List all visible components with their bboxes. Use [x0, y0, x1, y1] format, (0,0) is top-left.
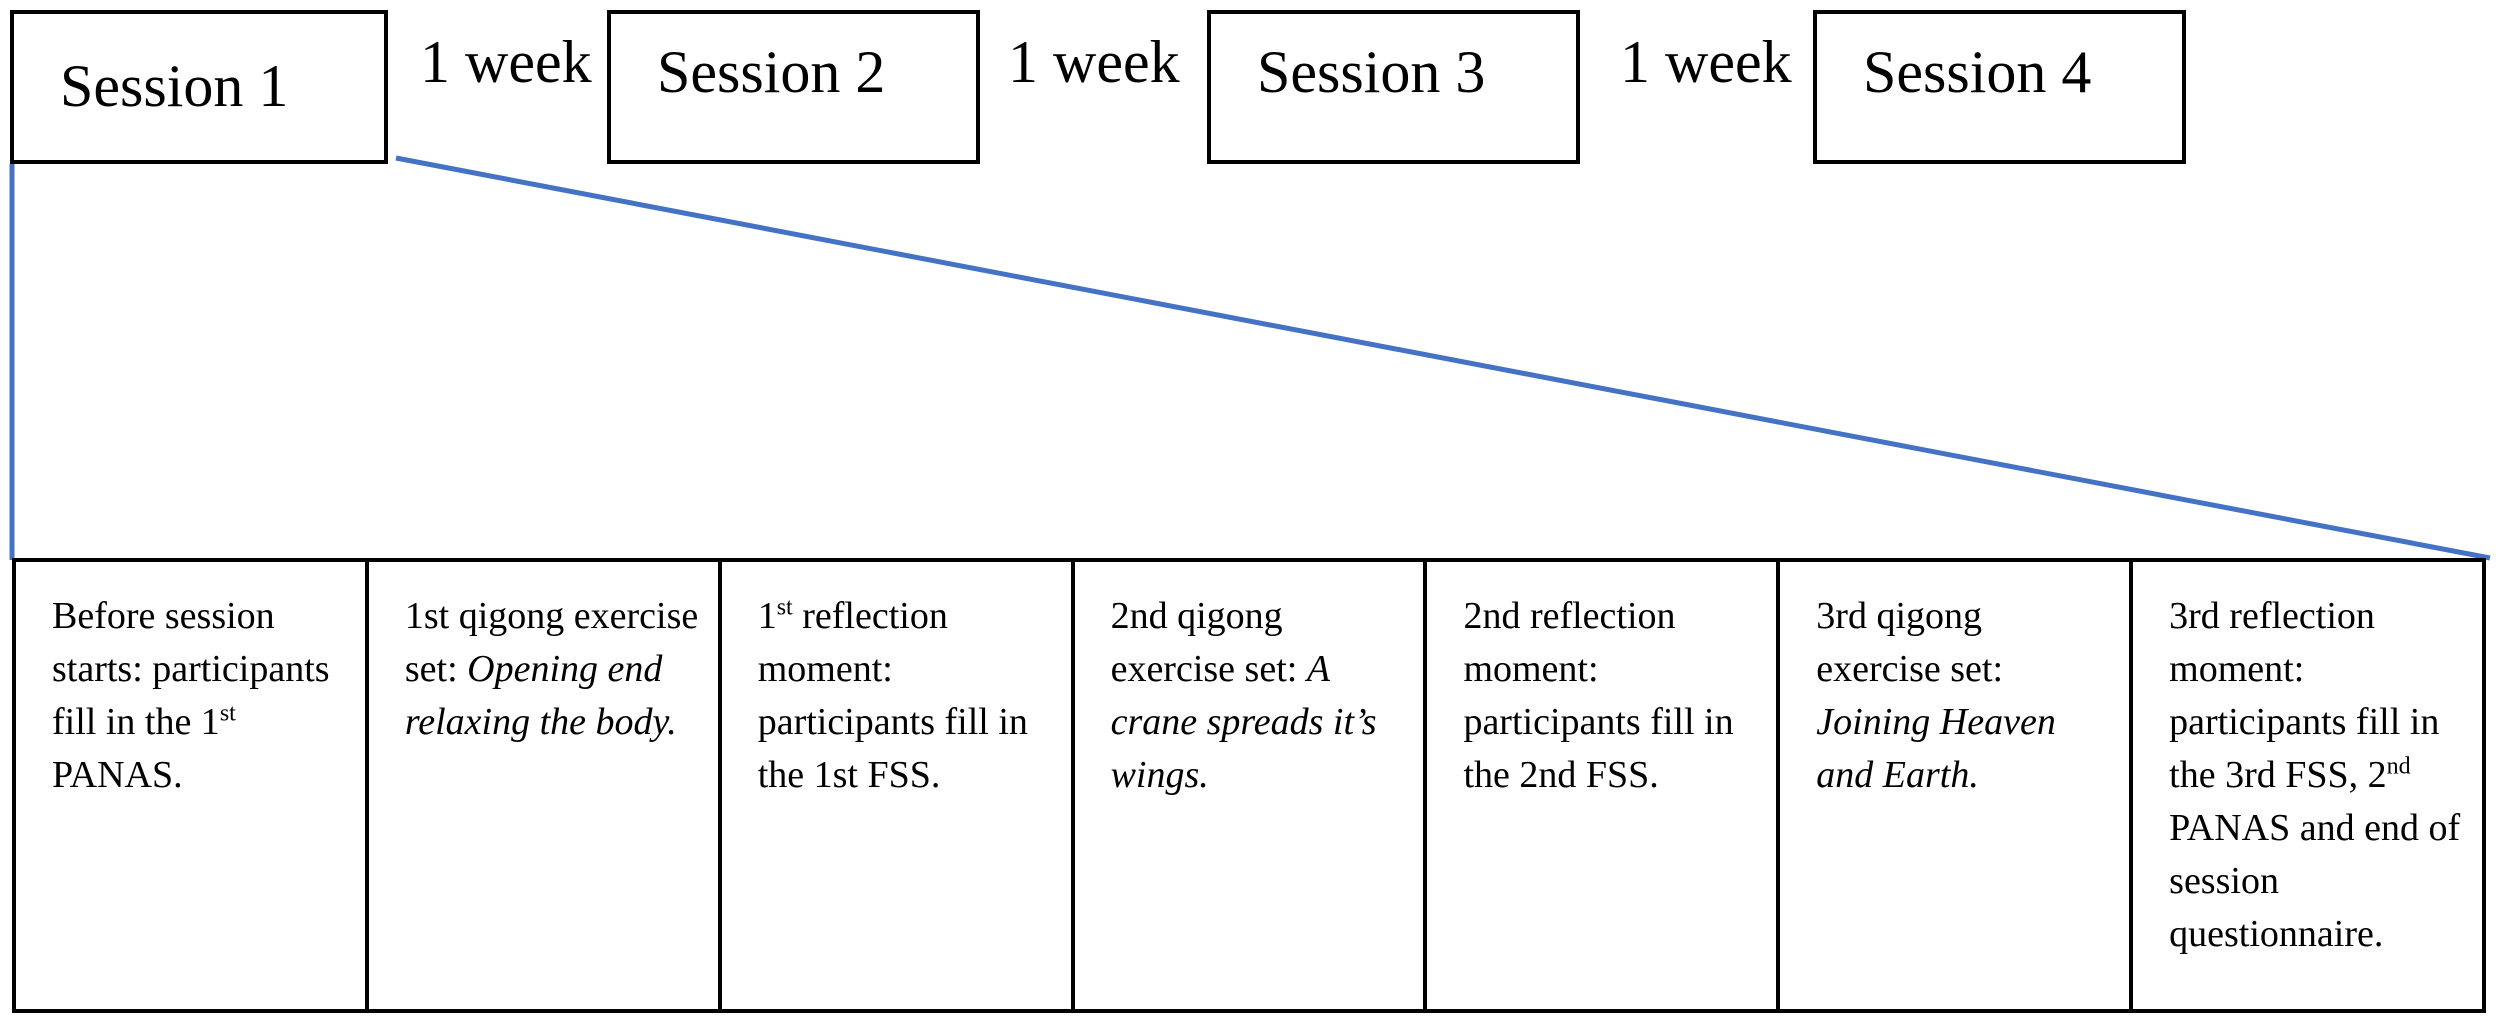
- step-text: 2nd reflection moment: participants fill…: [1463, 595, 1734, 796]
- step-text: PANAS and end of session questionnaire.: [2169, 807, 2461, 955]
- session-1-box: Session 1: [10, 10, 388, 164]
- step-text: 1: [757, 595, 777, 637]
- step-text: 1st qigong exercise set:: [404, 595, 699, 690]
- interval-label-3: 1 week: [1620, 29, 1792, 95]
- step-superscript: nd: [2386, 753, 2411, 780]
- step-text: reflection moment: participants fill in …: [757, 595, 1028, 796]
- session-2-box: Session 2: [607, 10, 980, 164]
- step-text: 3rd reflection moment: participants fill…: [2169, 595, 2440, 796]
- session-1-steps-table: Before session starts: participants fill…: [12, 558, 2486, 1013]
- step-exercise-name: Opening end relaxing the body.: [404, 648, 677, 743]
- step-text: Before session starts: participants fill…: [52, 595, 330, 743]
- step-reflection-1: 1st reflection moment: participants fill…: [717, 562, 1071, 1009]
- step-text: PANAS.: [52, 754, 183, 796]
- step-exercise-name: Joining Heaven and Earth.: [1816, 701, 2056, 796]
- step-reflection-3: 3rd reflection moment: participants fill…: [2129, 562, 2482, 1009]
- interval-label-2: 1 week: [1008, 29, 1180, 95]
- step-text: 3rd qigong exercise set:: [1816, 595, 2004, 690]
- step-reflection-2: 2nd reflection moment: participants fill…: [1423, 562, 1776, 1009]
- step-qigong-set-2: 2nd qigong exercise set: A crane spreads…: [1070, 562, 1424, 1009]
- step-superscript: st: [219, 700, 236, 727]
- step-before-session: Before session starts: participants fill…: [16, 562, 365, 1009]
- step-qigong-set-3: 3rd qigong exercise set: Joining Heaven …: [1776, 562, 2129, 1009]
- session-3-box: Session 3: [1207, 10, 1580, 164]
- connector-line-right: [395, 155, 2491, 561]
- step-qigong-set-1: 1st qigong exercise set: Opening end rel…: [364, 562, 718, 1009]
- step-exercise-name: A crane spreads it’s wings.: [1110, 648, 1377, 796]
- step-text: 2nd qigong exercise set:: [1110, 595, 1307, 690]
- interval-label-1: 1 week: [420, 29, 592, 95]
- step-superscript: st: [776, 594, 793, 621]
- session-4-box: Session 4: [1813, 10, 2186, 164]
